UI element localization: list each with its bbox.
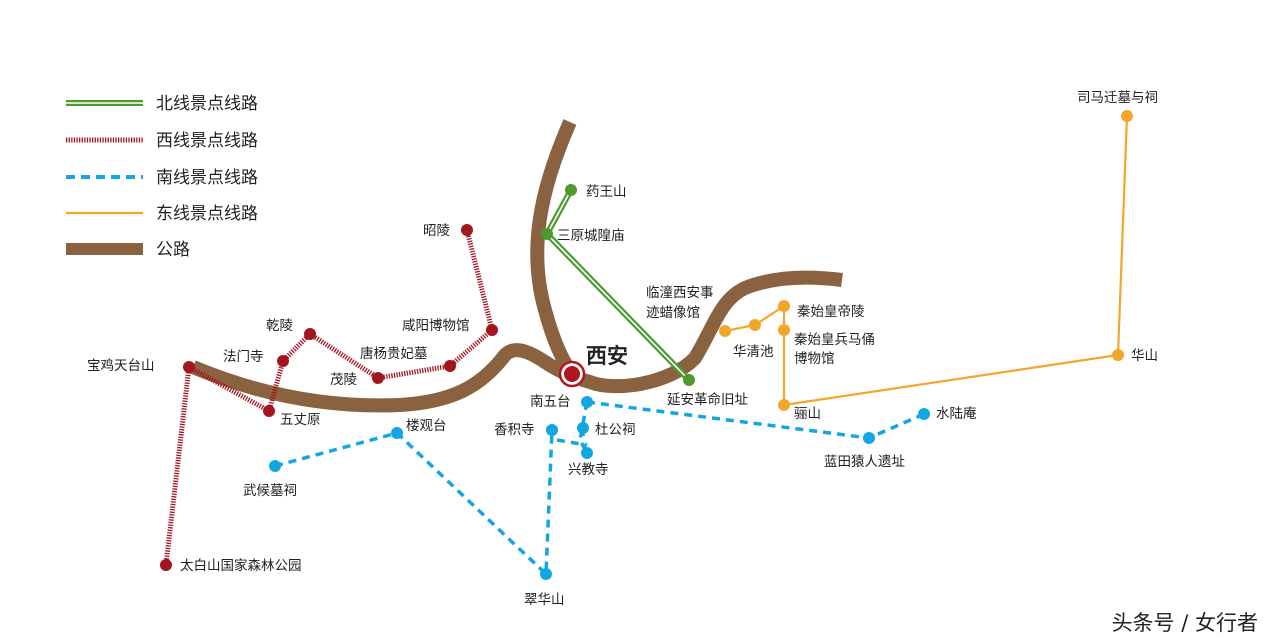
legend-label-road: 公路: [156, 240, 190, 260]
label-yanan: 延安革命旧址: [667, 391, 748, 408]
points: [160, 110, 1133, 580]
legend-item-south[interactable]: 南线景点线路: [66, 168, 258, 188]
label-baoji: 宝鸡天台山: [87, 357, 155, 374]
label-dugongci: 杜公祠: [595, 422, 636, 438]
label-cuihuashan: 翠华山: [524, 592, 565, 608]
marker-huaqingchi-a[interactable]: [719, 325, 731, 337]
marker-huaqingchi-b[interactable]: [749, 319, 761, 331]
marker-dugongci[interactable]: [577, 422, 589, 434]
label-nanwutai: 南五台: [530, 394, 571, 410]
marker-yanan[interactable]: [683, 374, 695, 386]
marker-wuhoumu[interactable]: [269, 460, 281, 472]
marker-qianling[interactable]: [304, 328, 316, 340]
label-qianling: 乾陵: [266, 318, 293, 334]
label-qinling: 秦始皇帝陵: [797, 304, 865, 320]
label-tangyang: 唐杨贵妃墓: [360, 345, 428, 362]
marker-lishan[interactable]: [778, 399, 790, 411]
label-huaqingchi: 华清池: [733, 344, 774, 360]
watermark: 头条号 / 女行者: [1112, 611, 1258, 635]
label-sanyuan: 三原城隍庙: [557, 228, 625, 244]
label-linjiang-2: 迹蜡像馆: [646, 305, 700, 321]
label-zhaoling: 昭陵: [423, 223, 450, 239]
marker-lantian[interactable]: [863, 432, 875, 444]
roads: [190, 119, 843, 413]
label-shuiluan: 水陆庵: [936, 405, 977, 422]
label-simaqian: 司马迁墓与祠: [1077, 90, 1158, 106]
label-louguantai: 楼观台: [406, 418, 447, 434]
east-route: [724, 115, 1129, 407]
legend-label-north: 北线景点线路: [156, 94, 258, 114]
label-lantian: 蓝田猿人遗址: [824, 454, 905, 470]
legend-item-east[interactable]: 东线景点线路: [66, 204, 258, 224]
marker-qinling[interactable]: [778, 300, 790, 312]
city-marker-inner: [564, 366, 580, 382]
label-wuzhangyuan: 五丈原: [280, 412, 321, 428]
label-yaowangshan: 药王山: [586, 184, 627, 200]
legend-label-west: 西线景点线路: [156, 131, 258, 151]
label-xiangjisi: 香积寺: [494, 422, 535, 438]
city-label: 西安: [586, 344, 628, 368]
marker-xianyang-museum[interactable]: [486, 324, 498, 336]
marker-famensi[interactable]: [277, 355, 289, 367]
marker-cuihuashan[interactable]: [540, 568, 552, 580]
legend-label-south: 南线景点线路: [156, 168, 258, 188]
east-route-line: [724, 115, 1129, 407]
label-xingjiaosi: 兴教寺: [568, 462, 609, 478]
label-linjiang: 临潼西安事: [646, 284, 714, 301]
marker-xingjiaosi[interactable]: [581, 447, 593, 459]
legend-item-road[interactable]: 公路: [66, 240, 190, 260]
marker-shuiluan[interactable]: [918, 408, 930, 420]
road-segment: [190, 270, 843, 413]
city-marker[interactable]: [558, 360, 586, 388]
marker-huashan[interactable]: [1112, 349, 1124, 361]
labels: 西安 药王山 三原城隍庙 临潼西安事 迹蜡像馆 延安革命旧址 昭陵 乾陵 咸阳博…: [87, 90, 1158, 608]
marker-taibai[interactable]: [160, 559, 172, 571]
marker-wuzhangyuan[interactable]: [263, 405, 275, 417]
legend-item-west[interactable]: 西线景点线路: [66, 131, 258, 151]
road-segment: [530, 119, 578, 379]
legend-item-north[interactable]: 北线景点线路: [66, 94, 258, 114]
label-lishan: 骊山: [794, 406, 821, 422]
marker-baoji[interactable]: [183, 361, 195, 373]
marker-yaowangshan[interactable]: [565, 184, 577, 196]
marker-louguantai[interactable]: [391, 427, 403, 439]
label-maoling: 茂陵: [330, 371, 357, 388]
label-xianyang-museum: 咸阳博物馆: [402, 317, 470, 334]
legend: 北线景点线路 西线景点线路 南线景点线路 东线景点线路 公路: [66, 94, 258, 260]
marker-nanwutai[interactable]: [581, 396, 593, 408]
label-taibai: 太白山国家森林公园: [180, 557, 302, 574]
marker-zhaoling[interactable]: [461, 224, 473, 236]
marker-simaqian[interactable]: [1121, 110, 1133, 122]
label-bingma: 秦始皇兵马俑: [794, 332, 875, 348]
legend-label-east: 东线景点线路: [156, 204, 258, 224]
label-huashan: 华山: [1131, 348, 1158, 364]
label-wuhoumu: 武候墓祠: [243, 483, 297, 499]
marker-sanyuan[interactable]: [541, 228, 553, 240]
marker-maoling[interactable]: [372, 372, 384, 384]
marker-xiangjisi[interactable]: [546, 424, 558, 436]
marker-bingma[interactable]: [778, 324, 790, 336]
label-bingma-2: 博物馆: [794, 350, 835, 367]
marker-tangyang[interactable]: [444, 360, 456, 372]
label-famensi: 法门寺: [223, 349, 264, 365]
